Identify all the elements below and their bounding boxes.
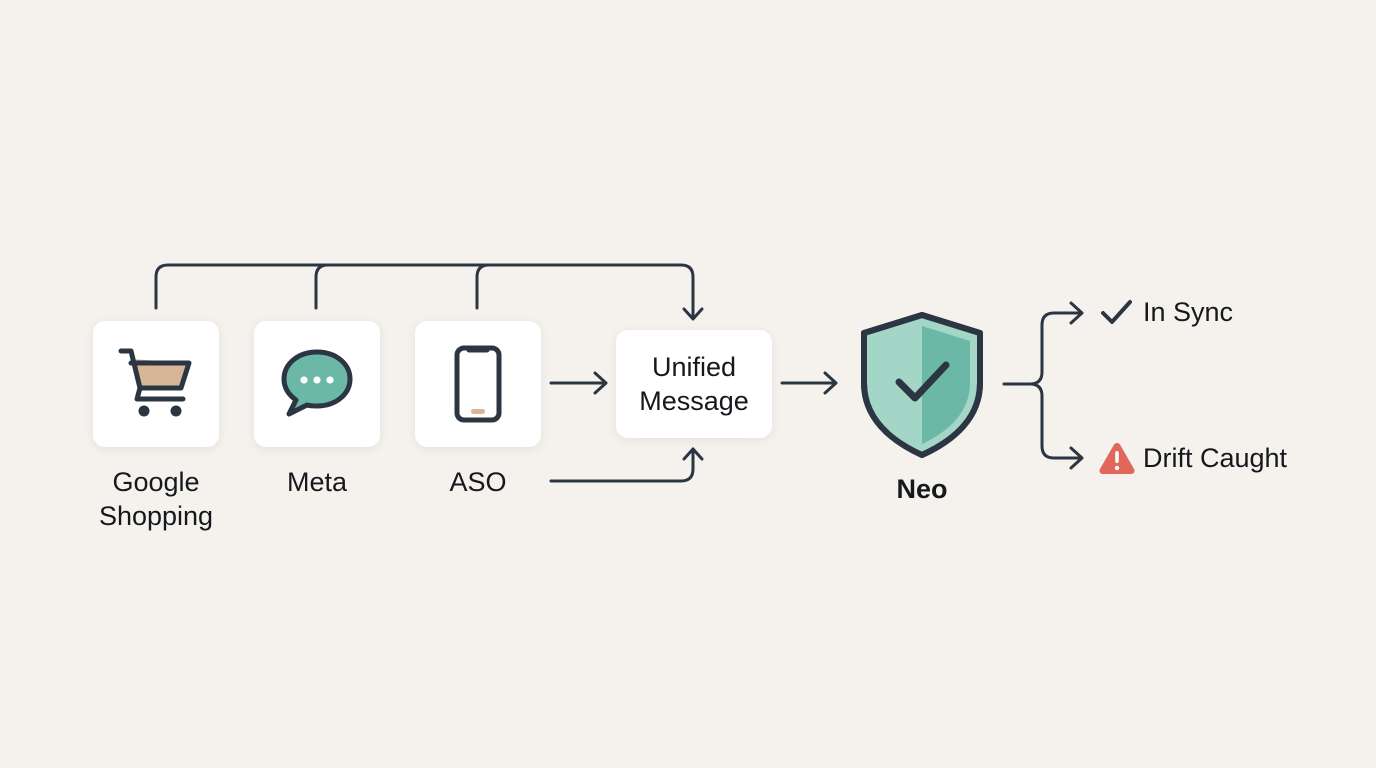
google-shopping-label-line-2: Shopping: [98, 501, 214, 531]
fork-lower-branch: [1028, 382, 1083, 460]
top-bus-line: [154, 263, 695, 320]
outcome-in-sync: In Sync: [1097, 292, 1233, 332]
aso-tile: [415, 321, 541, 447]
meta-tile: [254, 321, 380, 447]
bottom-feed-line: [549, 447, 695, 483]
meta-bus-tap: [314, 263, 330, 310]
checkmark-icon: [1101, 300, 1132, 324]
unified-to-neo-arrowhead: [823, 371, 838, 395]
outcome-in-sync-label: In Sync: [1143, 297, 1234, 327]
smartphone-icon: [454, 345, 502, 423]
warning-triangle-icon: [1099, 443, 1135, 474]
unified-message-label-line-2: Message: [639, 386, 749, 416]
unified-message-label: Unified Message: [619, 350, 769, 418]
google-shopping-label: Google Shopping: [66, 465, 246, 533]
neo-label: Neo: [896, 474, 948, 504]
unified-message-label-line-1: Unified: [651, 352, 737, 382]
outcome-drift-caught-label: Drift Caught: [1143, 443, 1288, 473]
bottom-feed-arrowhead: [682, 447, 704, 461]
chat-bubble-icon: [281, 349, 353, 417]
source-to-unified-arrowhead: [593, 371, 608, 395]
google-shopping-tile: [93, 321, 219, 447]
fork-upper-arrowhead: [1069, 301, 1084, 325]
shield-check-icon: [861, 312, 983, 458]
top-bus-arrowhead: [682, 307, 704, 321]
fork-upper-branch: [1028, 311, 1083, 386]
fork-lower-arrowhead: [1069, 446, 1084, 470]
meta-label: Meta: [286, 467, 348, 497]
outcome-drift-caught: Drift Caught: [1097, 438, 1287, 478]
shopping-cart-icon: [118, 348, 192, 417]
aso-bus-tap: [475, 263, 491, 310]
unified-message-box: Unified Message: [616, 330, 772, 438]
aso-label: ASO: [449, 467, 507, 497]
google-shopping-label-line-1: Google: [112, 467, 200, 497]
